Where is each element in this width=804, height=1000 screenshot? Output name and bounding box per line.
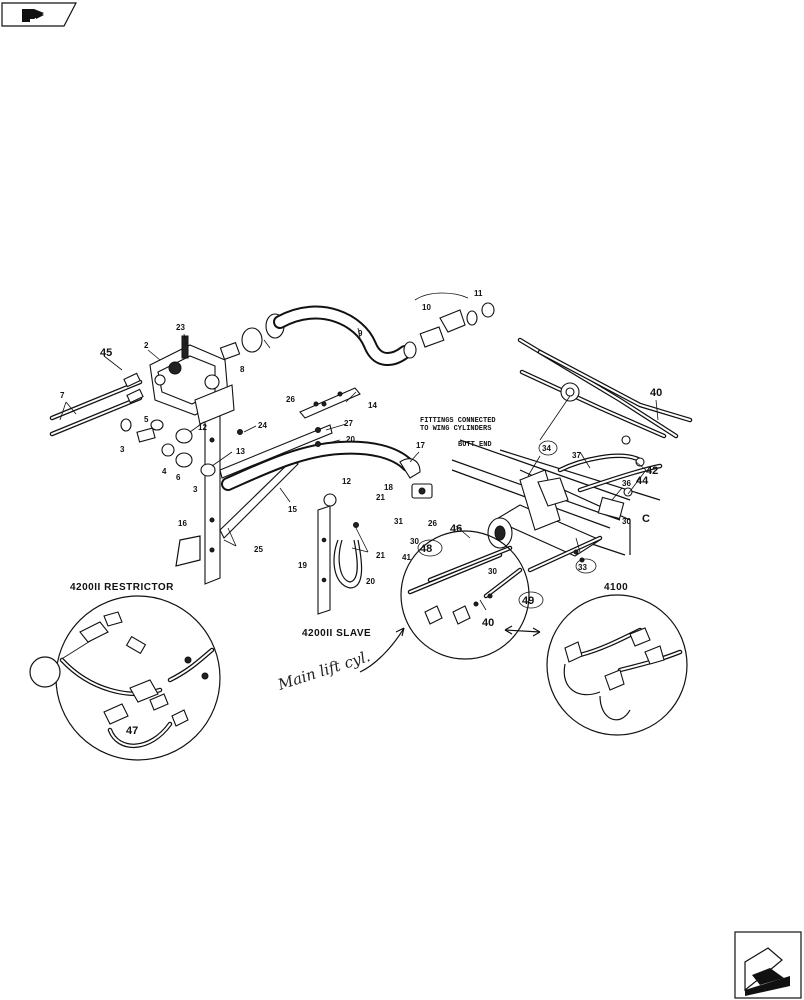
callout-5: 5 [144,415,149,424]
callout-49: 49 [522,595,534,607]
callout-26a: 26 [286,395,295,404]
callout-30b: 30 [622,517,631,526]
callout-36: 36 [622,479,631,488]
callout-23: 23 [176,323,185,332]
callout-17: 17 [416,441,425,450]
callout-16: 16 [178,519,187,528]
callout-9: 9 [358,329,363,338]
callout-44: 44 [636,475,649,487]
callout-13: 13 [236,447,245,456]
callout-7: 7 [60,391,65,400]
callout-C: C [642,513,650,525]
callout-41: 41 [402,553,411,562]
callout-18: 18 [384,483,393,492]
callout-47: 47 [126,725,138,737]
back-nav-icon[interactable] [1,2,77,27]
callout-2: 2 [144,341,149,350]
callout-40b: 40 [482,617,494,629]
double-arrow-icon [504,629,541,633]
callout-numbers: 2 3 3 5 4 6 7 8 9 10 11 12 12 13 14 15 1… [60,289,662,737]
fittings-note-line1: FITTINGS CONNECTED [420,417,496,425]
slave-title: 4200II SLAVE [302,628,371,639]
restrictor-title: 4200II RESTRICTOR [70,582,174,593]
valve-assembly [49,292,495,615]
callout-11: 11 [474,289,483,298]
callout-46: 46 [450,523,462,535]
callout-12a: 12 [198,423,207,432]
callout-27: 27 [344,419,353,428]
fittings-note-line2: TO WING CYLINDERS [420,425,491,433]
callout-15: 15 [288,505,297,514]
frame-assembly [407,337,693,625]
leader-lines [59,327,659,611]
callout-21a: 21 [376,493,385,502]
callout-45: 45 [100,347,112,359]
detail-restrictor [29,595,221,761]
callout-25: 25 [254,545,263,554]
callout-19: 19 [298,561,307,570]
callout-8: 8 [240,365,245,374]
callout-10: 10 [422,303,431,312]
callout-20b: 20 [366,577,375,586]
handwritten-note: Main lift cyl. [275,647,373,694]
callout-31: 31 [394,517,403,526]
detail-slave [400,530,530,660]
callout-37: 37 [572,451,581,460]
callout-20a: 20 [346,435,355,444]
callout-33: 33 [578,563,587,572]
page-turn-icon[interactable] [734,931,802,999]
callout-42: 42 [646,465,658,477]
note-arrow-icon [359,627,405,673]
detail-4100-title: 4100 [604,582,628,593]
callout-30a: 30 [410,537,419,546]
callout-12b: 12 [342,477,351,486]
callout-24: 24 [258,421,267,430]
callout-21b: 21 [376,551,385,560]
callout-34: 34 [542,444,551,453]
callout-26b: 26 [428,519,437,528]
callout-40a: 40 [650,387,662,399]
detail-4100 [546,594,688,736]
callout-6a: 4 [162,467,167,476]
callout-14: 14 [368,401,377,410]
callout-3a: 3 [120,445,125,454]
callout-30c: 30 [488,567,497,576]
butt-end-label: BUTT END [458,441,492,449]
callout-6: 6 [176,473,181,482]
callout-3b: 3 [193,485,198,494]
callout-48: 48 [420,543,432,555]
